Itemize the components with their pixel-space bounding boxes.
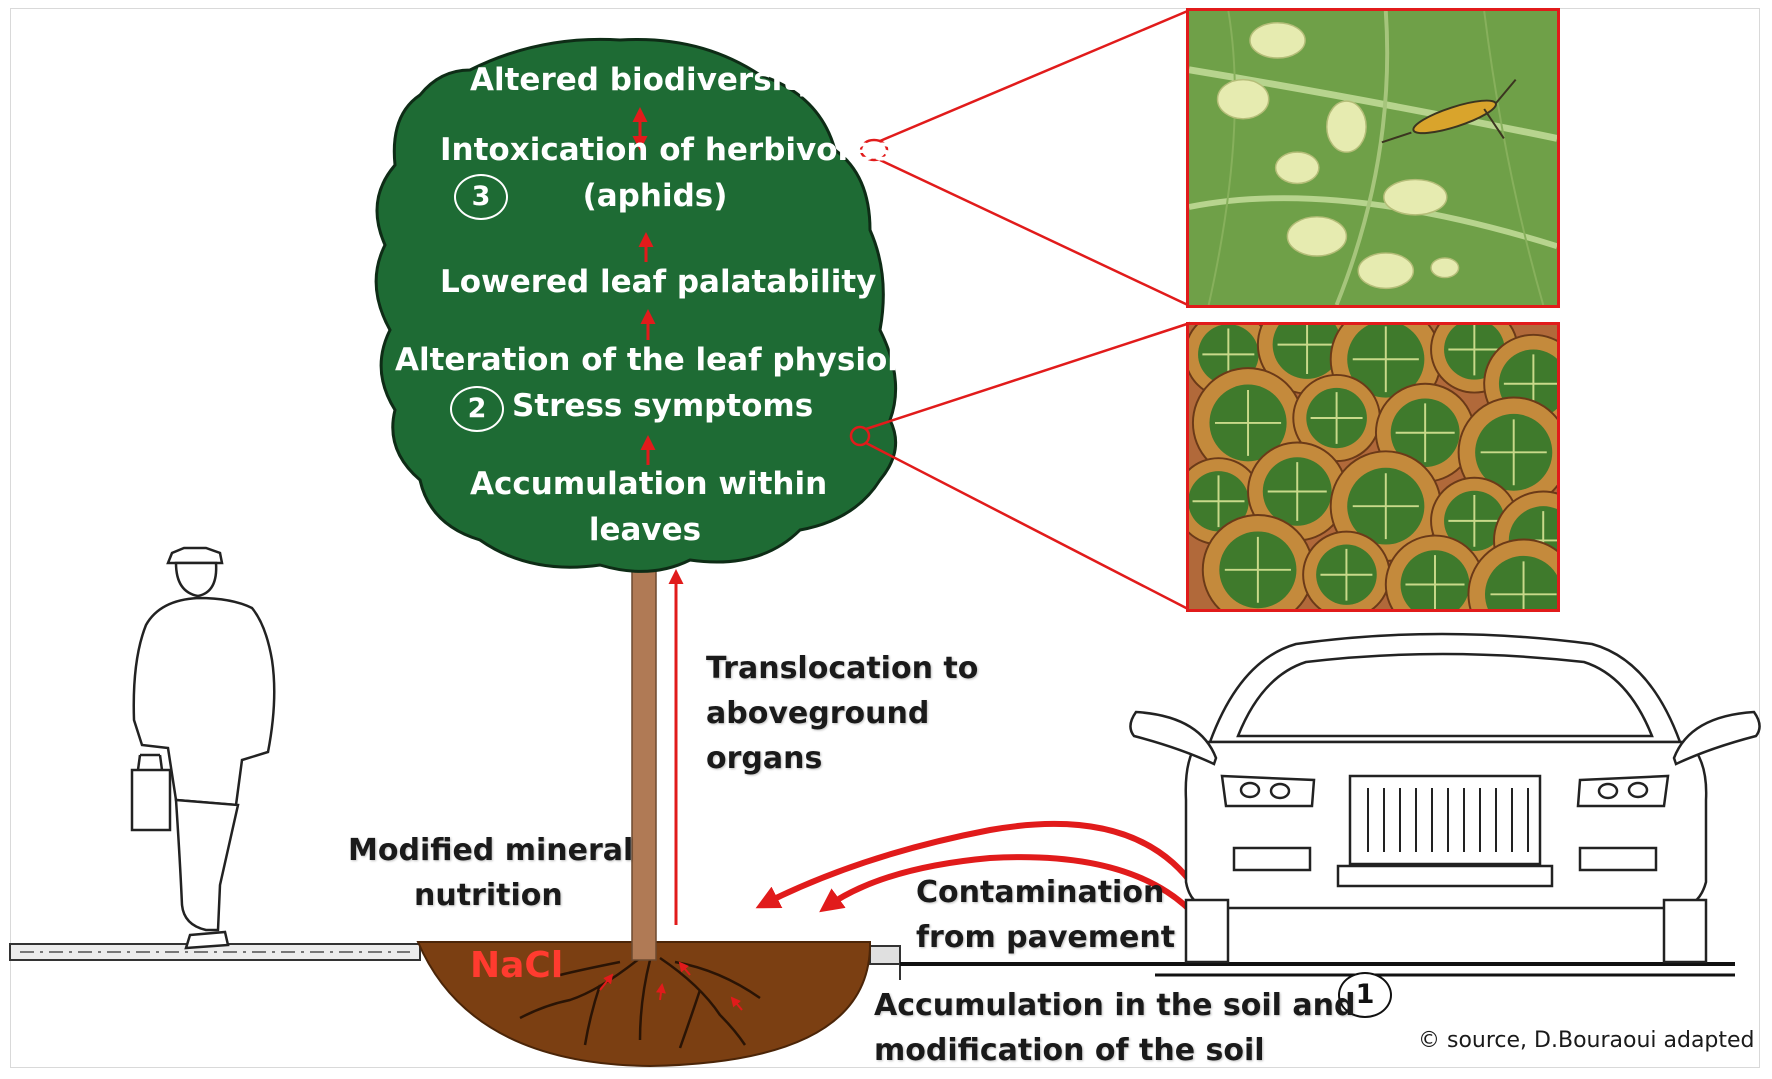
label-intoxication-herbivores: Intoxication of herbivores bbox=[440, 132, 893, 168]
tree-trunk bbox=[631, 567, 657, 961]
source-credit: © source, D.Bouraoui adapted bbox=[1418, 1028, 1755, 1053]
soil-pit bbox=[416, 941, 872, 1068]
label-nacl: NaCl bbox=[470, 945, 564, 986]
contamination-arrows bbox=[755, 821, 1215, 920]
label-leaf-physiology: Alteration of the leaf physiology bbox=[395, 342, 962, 378]
label-contamination-1: Contamination bbox=[916, 875, 1165, 910]
label-mineral-nutrition-1: Modified mineral bbox=[348, 833, 634, 868]
step-3-badge: 3 bbox=[454, 174, 508, 220]
label-soil-accumulation-2: modification of the soil bbox=[874, 1033, 1265, 1068]
pedestrian-sketch bbox=[130, 546, 276, 950]
diagram-frame bbox=[10, 8, 1760, 1068]
aphid-photo bbox=[1186, 8, 1560, 308]
root-uptake-arrows bbox=[599, 961, 743, 1011]
road bbox=[869, 945, 1735, 980]
label-altered-biodiversity: Altered biodiversity bbox=[470, 62, 818, 98]
label-accumulation-leaves-2: leaves bbox=[588, 512, 702, 548]
label-soil-accumulation-1: Accumulation in the soil and bbox=[874, 988, 1356, 1023]
zoom-callout-lines bbox=[849, 8, 1191, 612]
tree-canopy bbox=[374, 37, 898, 573]
label-lowered-palatability: Lowered leaf palatability bbox=[440, 264, 877, 300]
label-translocation-3: organs bbox=[706, 741, 823, 776]
label-mineral-nutrition-2: nutrition bbox=[414, 878, 563, 913]
car-grille bbox=[1367, 788, 1529, 852]
label-contamination-2: from pavement bbox=[916, 920, 1176, 955]
label-accumulation-leaves-1: Accumulation within bbox=[470, 466, 828, 502]
label-aphids: (aphids) bbox=[582, 178, 728, 214]
canopy-flow-arrows bbox=[632, 107, 656, 465]
label-translocation-2: aboveground bbox=[706, 696, 930, 731]
damaged-leaves-photo bbox=[1186, 322, 1560, 612]
step-2-badge: 2 bbox=[450, 386, 504, 432]
label-stress-symptoms: Stress symptoms bbox=[512, 388, 814, 424]
car-sketch bbox=[1129, 632, 1761, 964]
label-translocation-1: Translocation to bbox=[706, 651, 979, 686]
sidewalk bbox=[9, 943, 421, 961]
step-1-badge: 1 bbox=[1338, 972, 1392, 1018]
